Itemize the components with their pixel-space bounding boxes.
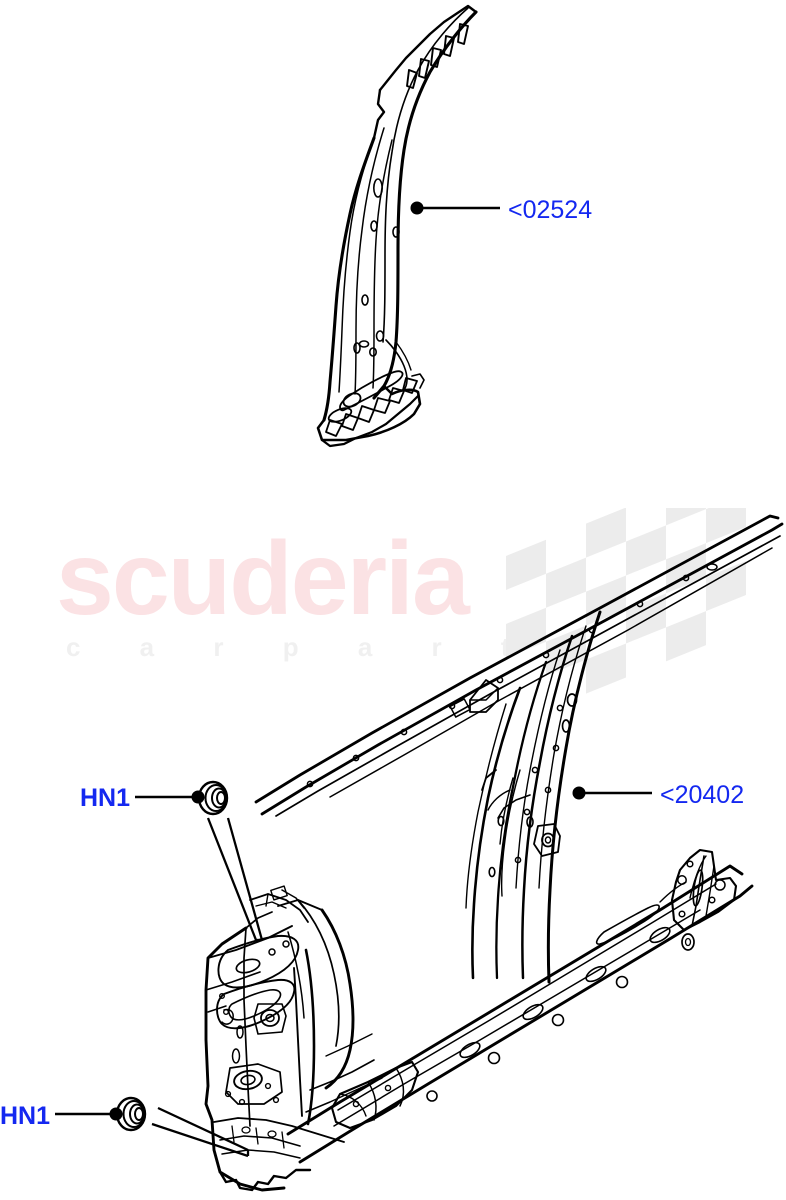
leader-line-hn1-upper <box>135 780 264 942</box>
grommet-plug-upper-icon <box>197 780 229 816</box>
leader-line-02524 <box>410 201 500 215</box>
grommet-plug-lower-icon <box>115 1096 147 1132</box>
callout-label-hn1-upper[interactable]: HN1 <box>80 784 131 812</box>
callout-label-20402[interactable]: <20402 <box>660 781 745 809</box>
callout-label-02524[interactable]: <02524 <box>508 196 593 224</box>
part-body-side-inner-assembly <box>204 514 784 1192</box>
leader-line-20402 <box>572 786 652 800</box>
callout-label-hn1-lower[interactable]: HN1 <box>0 1102 51 1130</box>
watermark-brand-text: scuderia <box>56 521 470 637</box>
part-a-pillar-upper-reinforcement <box>316 4 478 448</box>
leader-line-hn1-lower <box>55 1096 250 1158</box>
watermark-subtitle-text: c a r p a r t s <box>66 632 610 662</box>
